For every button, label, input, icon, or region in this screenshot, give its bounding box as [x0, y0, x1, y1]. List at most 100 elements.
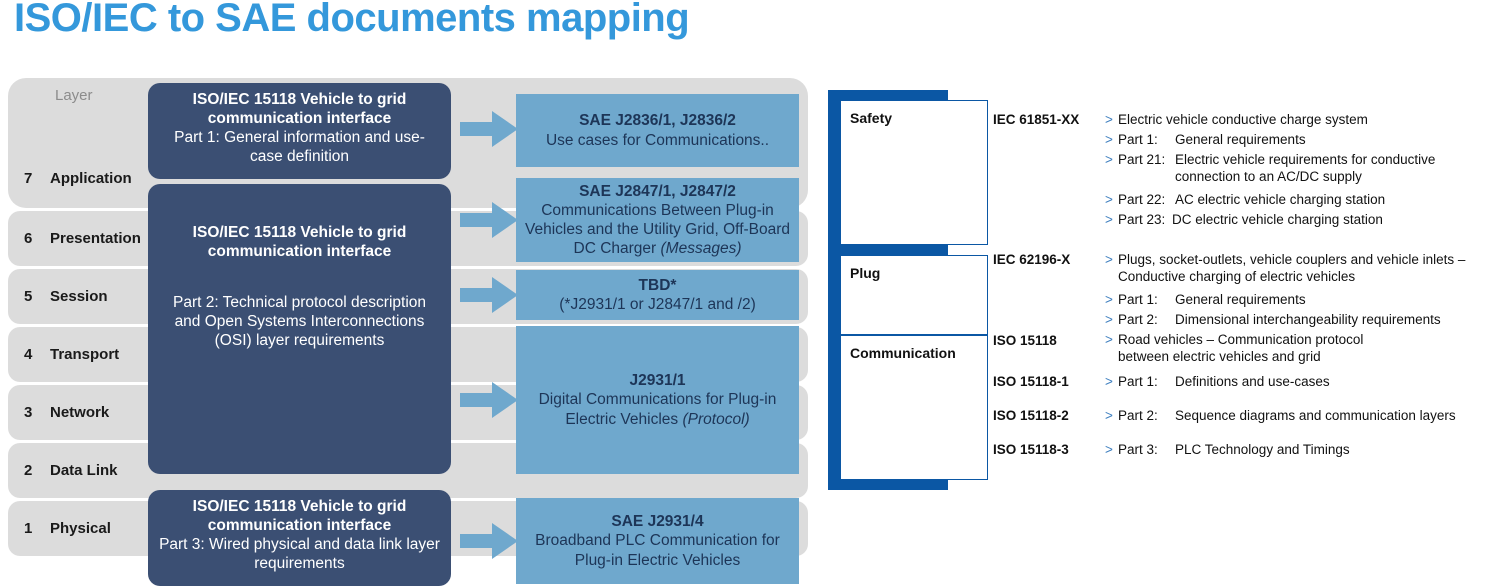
bullet-text: Electric vehicle requirements for conduc… — [1175, 152, 1436, 167]
bullet-text-continued: Conductive charging of electric vehicles — [1118, 269, 1356, 285]
bullet-part: Part 3: — [1118, 442, 1158, 457]
bullet-text: General requirements — [1175, 132, 1306, 147]
standard-code-iso15118-2: ISO 15118-2 — [993, 408, 1069, 423]
sae-box-j2836[interactable]: SAE J2836/1, J2836/2 Use cases for Commu… — [516, 94, 799, 167]
iso-box-part3[interactable]: ISO/IEC 15118 Vehicle to grid communicat… — [148, 490, 451, 586]
category-box-plug[interactable] — [840, 255, 988, 335]
bullet-text: Electric vehicle conductive charge syste… — [1118, 112, 1368, 127]
bullet-marker-icon: > — [1105, 112, 1113, 127]
bullet-part: Part 21: — [1118, 152, 1166, 167]
layer-number-1: 1 — [24, 520, 33, 537]
sae-box-j2931-1-body: Digital Communications for Plug-in Elect… — [524, 390, 791, 428]
sae-box-j2931-1-header: J2931/1 — [629, 372, 686, 390]
bullet-marker-icon: > — [1105, 332, 1113, 347]
sae-box-j2931-4-header: SAE J2931/4 — [611, 513, 704, 531]
sae-box-j2931-1-body-text: Digital Communications for Plug-in Elect… — [538, 391, 777, 428]
category-box-safety[interactable] — [840, 100, 988, 245]
bullet-part: Part 1: — [1118, 132, 1158, 147]
list-item: > Part 22: AC electric vehicle charging st… — [1105, 191, 1385, 208]
arrow-right-icon-4 — [460, 382, 518, 418]
sae-box-tbd[interactable]: TBD* (*J2931/1 or J2847/1 and /2) — [516, 270, 799, 320]
sidebar-item-transport: Transport — [50, 346, 120, 363]
sae-box-j2836-header: SAE J2836/1, J2836/2 — [579, 112, 736, 130]
standard-code-iso15118-3: ISO 15118-3 — [993, 442, 1069, 457]
list-item: > Plugs, socket-outlets, vehicle couplers… — [1105, 251, 1465, 285]
bullet-text-continued: between electric vehicles and grid — [1118, 349, 1321, 365]
bullet-text: Dimensional interchangeability requireme… — [1175, 312, 1441, 327]
category-label-communication: Communication — [850, 345, 956, 361]
bullet-text-continued: connection to an AC/DC supply — [1175, 169, 1362, 185]
iso-box-part1-body: Part 1: General information and use-case… — [174, 129, 425, 166]
osi-layer-diagram: Layer 7 Application 6 Presentation 5 Ses… — [8, 78, 808, 588]
bullet-part: Part 1: — [1118, 374, 1158, 389]
layer-number-4: 4 — [24, 346, 33, 363]
sidebar-item-presentation: Presentation — [50, 230, 141, 247]
sae-box-tbd-body: (*J2931/1 or J2847/1 and /2) — [559, 296, 756, 313]
page-title: ISO/IEC to SAE documents mapping — [14, 0, 690, 40]
iso-box-part2[interactable]: ISO/IEC 15118 Vehicle to grid communicat… — [148, 184, 451, 474]
standards-panel: Safety Plug Communication IEC 61851-XX I… — [828, 90, 1498, 495]
list-item: >Part 2:Dimensional interchangeability r… — [1105, 311, 1441, 328]
standard-code-iso15118-1: ISO 15118-1 — [993, 374, 1069, 389]
category-box-communication[interactable] — [840, 335, 988, 480]
bullet-text: DC electric vehicle charging station — [1172, 212, 1383, 227]
sae-box-j2931-1-body-italic: (Protocol) — [682, 410, 750, 428]
bullet-text: PLC Technology and Timings — [1175, 442, 1350, 457]
sidebar-item-network: Network — [50, 404, 110, 421]
sae-box-j2847-body: Communications Between Plug-in Vehicles … — [524, 201, 791, 258]
layer-number-5: 5 — [24, 288, 33, 305]
arrow-right-icon-3 — [460, 277, 518, 313]
list-item: >Road vehicles – Communication protocol … — [1105, 331, 1363, 365]
bullet-marker-icon: > — [1105, 374, 1113, 389]
list-item: > Part 1: Definitions and use-cases — [1105, 373, 1330, 390]
sae-box-j2847[interactable]: SAE J2847/1, J2847/2 Communications Betw… — [516, 178, 799, 262]
sae-box-j2931-4-body: Broadband PLC Communication for Plug-in … — [535, 532, 780, 569]
bullet-marker-icon: > — [1105, 192, 1113, 207]
list-item: > Electric vehicle conductive charge syst… — [1105, 111, 1368, 128]
layer-number-3: 3 — [24, 404, 33, 421]
iso-box-part2-header: ISO/IEC 15118 Vehicle to grid communicat… — [192, 224, 407, 261]
bullet-text: Road vehicles – Communication protocol — [1118, 332, 1364, 347]
sidebar-item-physical: Physical — [50, 520, 111, 537]
sae-box-tbd-header: TBD* — [638, 276, 677, 294]
sae-box-j2931-4[interactable]: SAE J2931/4 Broadband PLC Communication … — [516, 498, 799, 584]
bullet-part: Part 2: — [1118, 408, 1158, 423]
iso-box-part1-header: ISO/IEC 15118 Vehicle to grid communicat… — [192, 91, 407, 128]
bullet-text: Plugs, socket-outlets, vehicle couplers … — [1118, 252, 1466, 267]
iso-box-part3-body: Part 3: Wired physical and data link lay… — [159, 536, 440, 573]
iso-box-part1[interactable]: ISO/IEC 15118 Vehicle to grid communicat… — [148, 83, 451, 179]
arrow-right-icon-1 — [460, 111, 518, 147]
bullet-text: AC electric vehicle charging station — [1175, 192, 1386, 207]
sae-box-j2931-1[interactable]: J2931/1 Digital Communications for Plug-… — [516, 326, 799, 474]
iso-box-part2-body: Part 2: Technical protocol description a… — [172, 294, 427, 350]
list-item: > Part 1: General requirements — [1105, 131, 1306, 148]
bullet-text: Definitions and use-cases — [1175, 374, 1330, 389]
bullet-marker-icon: > — [1105, 408, 1113, 423]
sidebar-item-session: Session — [50, 288, 108, 305]
bullet-marker-icon: > — [1105, 442, 1113, 457]
bullet-part: Part 22: — [1118, 192, 1166, 207]
layer-number-6: 6 — [24, 230, 33, 247]
sidebar-item-application: Application — [50, 170, 132, 187]
bullet-part: Part 23: — [1118, 212, 1166, 227]
sae-box-j2847-body-text: Communications Between Plug-in Vehicles … — [524, 201, 791, 258]
standard-code-iso15118: ISO 15118 — [993, 333, 1057, 348]
standard-code-iec61851: IEC 61851-XX — [993, 112, 1080, 127]
bullet-part: Part 1: — [1118, 292, 1158, 307]
bullet-marker-icon: > — [1105, 132, 1113, 147]
layer-number-2: 2 — [24, 462, 33, 479]
bullet-part: Part 2: — [1118, 312, 1158, 327]
arrow-right-icon-2 — [460, 202, 518, 238]
list-item: >Part 21:Electric vehicle requirements f… — [1105, 151, 1435, 185]
sae-box-j2847-body-italic: (Messages) — [660, 240, 742, 258]
standard-code-iec62196: IEC 62196-X — [993, 252, 1071, 267]
bullet-marker-icon: > — [1105, 212, 1113, 227]
category-label-plug: Plug — [850, 265, 881, 281]
bullet-text: Sequence diagrams and communication laye… — [1175, 408, 1456, 423]
layer-column-header: Layer — [55, 87, 93, 104]
bullet-text: General requirements — [1175, 292, 1306, 307]
bullet-marker-icon: > — [1105, 252, 1113, 267]
sae-box-j2847-header: SAE J2847/1, J2847/2 — [579, 182, 736, 200]
bullet-marker-icon: > — [1105, 292, 1113, 307]
arrow-right-icon-5 — [460, 523, 518, 559]
